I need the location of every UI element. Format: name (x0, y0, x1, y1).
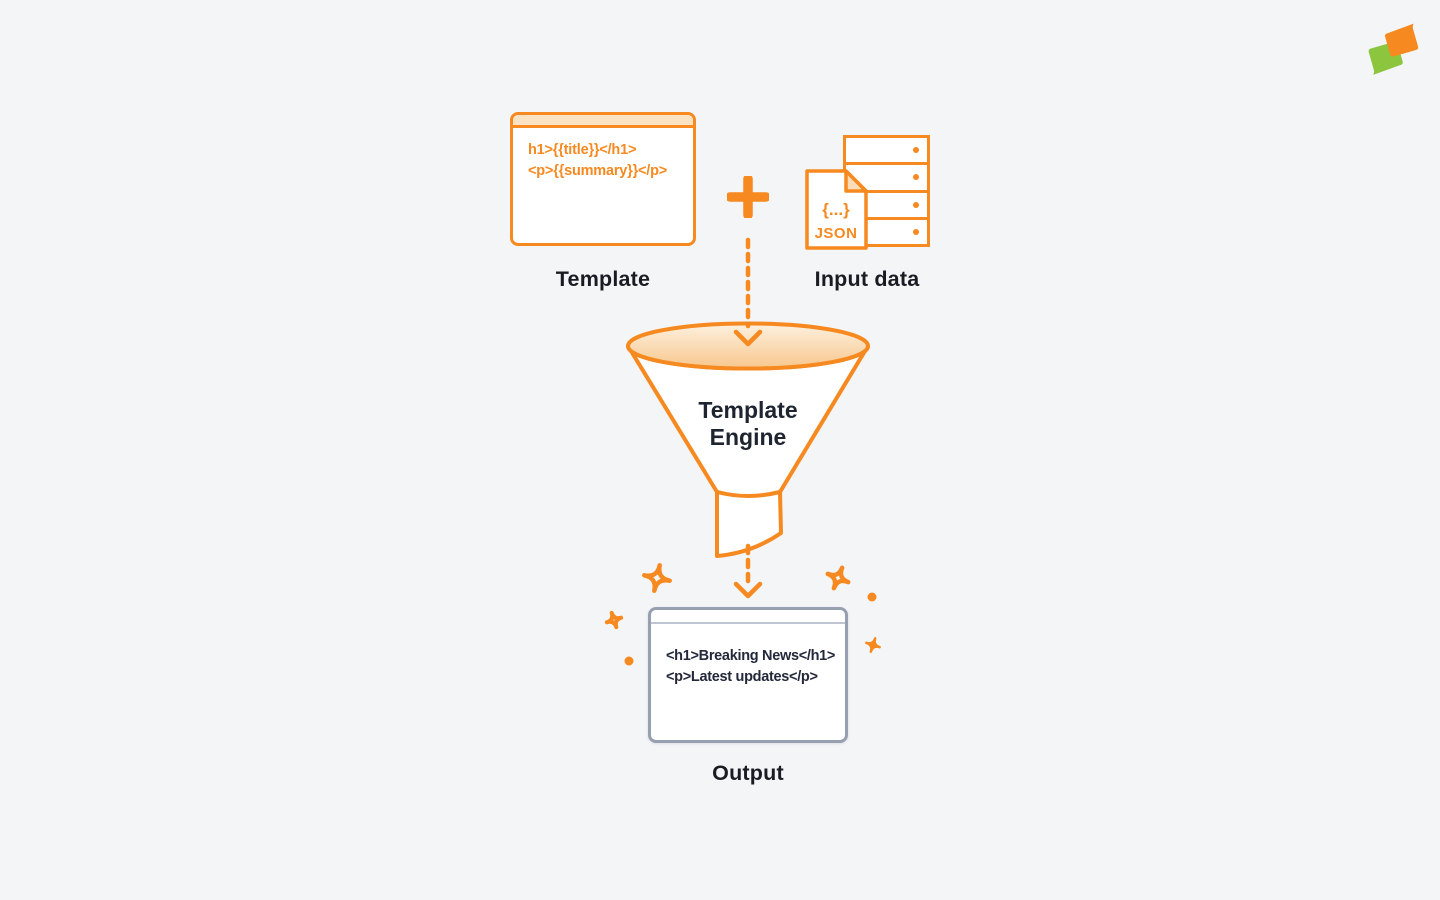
output-label: Output (712, 761, 784, 785)
arrow-down-icon (733, 543, 763, 599)
json-file-type-text: JSON (815, 225, 858, 242)
database-dot-icon (913, 201, 919, 208)
engine-label-line-1: Template (698, 397, 797, 423)
template-code-line-2: <p>{{summary}}</p> (528, 163, 668, 179)
arrow-down-icon (733, 237, 763, 347)
sparkle-dot-icon (867, 592, 877, 602)
sparkle-icon (604, 610, 624, 630)
database-row (846, 162, 927, 189)
json-braces-text: {...} (822, 200, 850, 219)
database-row (846, 216, 927, 244)
database-row (846, 138, 927, 162)
template-window-titlebar (513, 115, 693, 128)
output-code-line-1: <h1>Breaking News</h1> (666, 648, 836, 664)
sparkle-dot-icon (624, 656, 634, 666)
output-code-window: <h1>Breaking News</h1> <p>Latest updates… (648, 607, 848, 743)
output-window-titlebar (651, 610, 845, 624)
database-row (846, 189, 927, 217)
input-data-label: Input data (814, 267, 920, 291)
sparkle-icon (642, 563, 672, 593)
engine-label-line-2: Engine (710, 424, 787, 450)
template-code-window: h1>{{title}}</h1> <p>{{summary}}</p> (510, 112, 696, 246)
database-dot-icon (913, 228, 919, 235)
brand-logo (1368, 23, 1419, 75)
template-code-line-1: h1>{{title}}</h1> (528, 142, 637, 158)
funnel-icon: Template Engine (626, 321, 870, 558)
sparkle-icon (825, 565, 851, 591)
output-code-line-2: <p>Latest updates</p> (666, 669, 818, 685)
sparkle-icon (865, 637, 881, 653)
template-label: Template (555, 267, 651, 291)
database-dot-icon (913, 147, 919, 154)
database-dot-icon (913, 174, 919, 181)
sparkles-decoration (604, 563, 881, 666)
plus-icon (727, 176, 769, 218)
json-file-icon: {...} JSON (805, 169, 868, 250)
